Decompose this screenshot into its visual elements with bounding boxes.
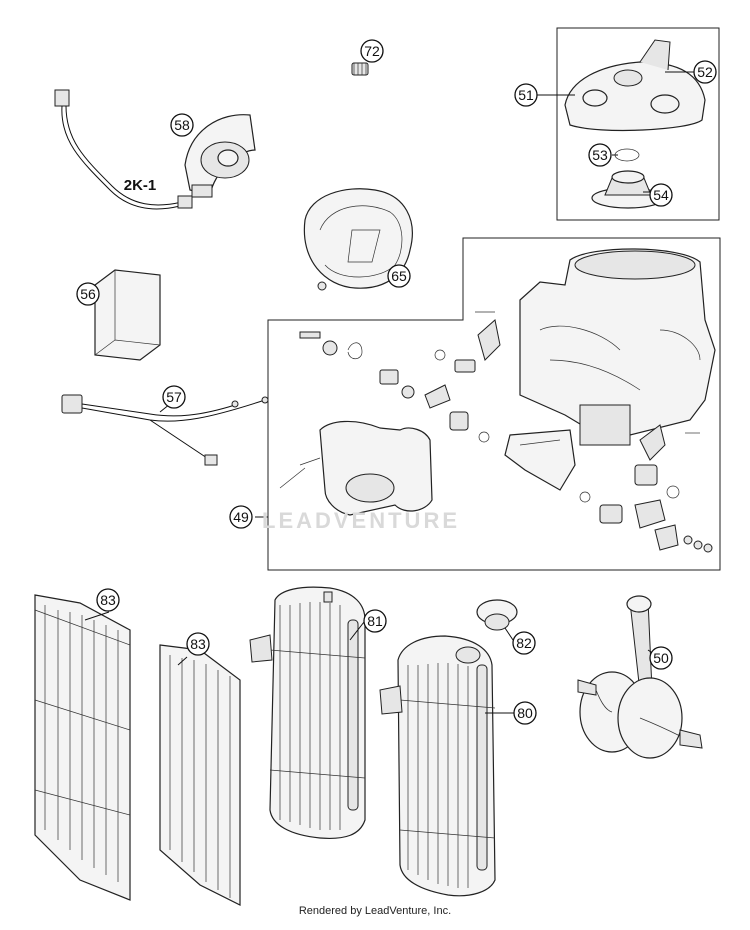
callout-52[interactable]: 52 xyxy=(693,60,717,84)
stator-wire-part xyxy=(54,89,193,210)
callout-label: 49 xyxy=(233,509,249,525)
callout-label: 58 xyxy=(174,117,190,133)
callout-label: 57 xyxy=(166,389,182,405)
callout-label: 83 xyxy=(190,636,206,652)
callout-83-left[interactable]: 83 xyxy=(96,588,120,612)
radiator-cap-part xyxy=(476,599,518,631)
power-valve-parts xyxy=(299,311,713,553)
callout-label: 53 xyxy=(592,147,608,163)
callout-54[interactable]: 54 xyxy=(649,183,673,207)
callout-49[interactable]: 49 xyxy=(229,505,253,529)
callout-51[interactable]: 51 xyxy=(514,83,538,107)
callout-65[interactable]: 65 xyxy=(387,264,411,288)
head-insert-part xyxy=(591,170,665,209)
callout-58[interactable]: 58 xyxy=(170,113,194,137)
callout-label: 56 xyxy=(80,286,96,302)
crankshaft-part xyxy=(577,595,703,759)
cylinder-head-group-box xyxy=(556,27,720,221)
wiring-harness-part xyxy=(61,394,269,466)
cdi-unit-part xyxy=(94,269,161,361)
cylinder-group-box xyxy=(267,237,721,571)
callout-label: 80 xyxy=(517,705,533,721)
callout-label: 82 xyxy=(516,635,532,651)
callout-50[interactable]: 50 xyxy=(649,646,673,670)
radiator-guard-left-part xyxy=(34,594,131,901)
stator-part xyxy=(184,114,256,198)
callout-label: 51 xyxy=(518,87,534,103)
label-2k-1: 2K-1 xyxy=(124,177,157,194)
callout-label: 83 xyxy=(100,592,116,608)
callout-56[interactable]: 56 xyxy=(76,282,100,306)
ignition-cover-part xyxy=(303,188,413,291)
callout-label: 65 xyxy=(391,268,407,284)
callout-label: 52 xyxy=(697,64,713,80)
callout-82[interactable]: 82 xyxy=(512,631,536,655)
intake-manifold-part xyxy=(279,420,433,516)
callout-label: 54 xyxy=(653,187,669,203)
callout-81[interactable]: 81 xyxy=(363,609,387,633)
spring-part xyxy=(351,62,369,76)
callout-label: 81 xyxy=(367,613,383,629)
radiator-left-part xyxy=(249,586,366,840)
callout-57[interactable]: 57 xyxy=(162,385,186,409)
callout-83-right[interactable]: 83 xyxy=(186,632,210,656)
watermark: LEADVENTURE xyxy=(262,508,461,533)
callout-53[interactable]: 53 xyxy=(588,143,612,167)
cylinder-head-part xyxy=(564,39,706,132)
footer-credit: Rendered by LeadVenture, Inc. xyxy=(298,905,452,917)
radiator-guard-right-part xyxy=(159,644,241,906)
callout-80[interactable]: 80 xyxy=(513,701,537,725)
callout-72[interactable]: 72 xyxy=(360,39,384,63)
callout-label: 72 xyxy=(364,43,380,59)
radiator-right-part xyxy=(379,635,496,897)
callout-label: 50 xyxy=(653,650,669,666)
cylinder-part xyxy=(519,248,716,446)
o-ring-part xyxy=(614,148,640,162)
